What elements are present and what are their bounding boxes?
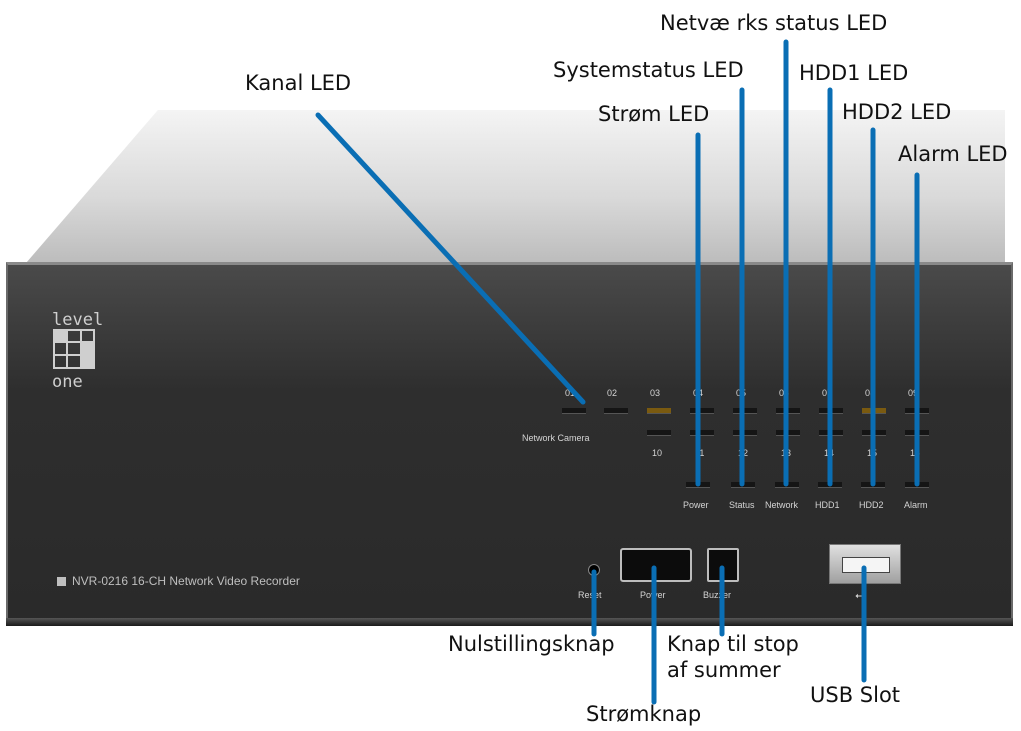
- channel-led-05: [733, 408, 757, 414]
- reset-label: Reset: [578, 590, 602, 600]
- channel-led-12: [733, 430, 757, 436]
- callout-stromknap: Strømknap: [586, 702, 702, 726]
- callout-nulstillingsknap: Nulstillingsknap: [448, 632, 615, 656]
- channel-label-09: 09: [908, 388, 919, 398]
- channel-led-04: [690, 408, 714, 414]
- buzzer-button-label: Buzzer: [703, 590, 732, 600]
- kanal-led-line: [315, 112, 586, 405]
- callout-hdd2-led: HDD2 LED: [842, 100, 952, 124]
- status-led-label: Status: [729, 500, 755, 510]
- channel-label-07: 07: [822, 388, 833, 398]
- levelone-logo: level one: [52, 310, 104, 392]
- callout-knap-stop-line2: af summer: [667, 658, 781, 682]
- device-bottom-edge: [6, 618, 1013, 626]
- logo-level-text: level: [52, 310, 104, 330]
- channel-led-11: [690, 430, 714, 436]
- channel-led-03: [647, 408, 671, 414]
- hdd2-led-label: HDD2: [859, 500, 884, 510]
- logo-one-text: one: [52, 372, 83, 392]
- hdd1-led-label: HDD1: [815, 500, 840, 510]
- device-top-face: [20, 110, 1005, 270]
- channel-led-02: [604, 408, 628, 414]
- model-square-icon: [57, 577, 66, 586]
- network-camera-label: Network Camera: [522, 433, 590, 443]
- alarm-led-label: Alarm: [904, 500, 928, 510]
- channel-label-02: 02: [607, 388, 618, 398]
- channel-led-01: [562, 408, 586, 414]
- channel-label-08: 08: [865, 388, 876, 398]
- callout-usb-slot: USB Slot: [810, 683, 901, 707]
- callout-knap-stop-line1: Knap til stop: [667, 632, 799, 656]
- usb-symbol-icon: ⭠: [855, 588, 865, 602]
- callout-strom-led: Strøm LED: [598, 102, 710, 126]
- channel-label-10: 10: [652, 448, 663, 458]
- channel-label-03: 03: [650, 388, 661, 398]
- callout-systemstatus-led: Systemstatus LED: [553, 58, 744, 82]
- logo-grid-icon: [53, 329, 95, 369]
- callout-network-status-led: Netvæ rks status LED: [660, 11, 888, 35]
- callout-alarm-led: Alarm LED: [898, 142, 1008, 166]
- power-button[interactable]: [620, 548, 692, 582]
- power-led-label: Power: [683, 500, 709, 510]
- network-led-label: Network: [765, 500, 799, 510]
- model-text: NVR-0216 16-CH Network Video Recorder: [72, 574, 300, 588]
- channel-led-10: [647, 430, 671, 436]
- callout-hdd1-led: HDD1 LED: [799, 61, 909, 85]
- callout-kanal-led: Kanal LED: [245, 71, 352, 95]
- channel-label-01: 01: [565, 388, 576, 398]
